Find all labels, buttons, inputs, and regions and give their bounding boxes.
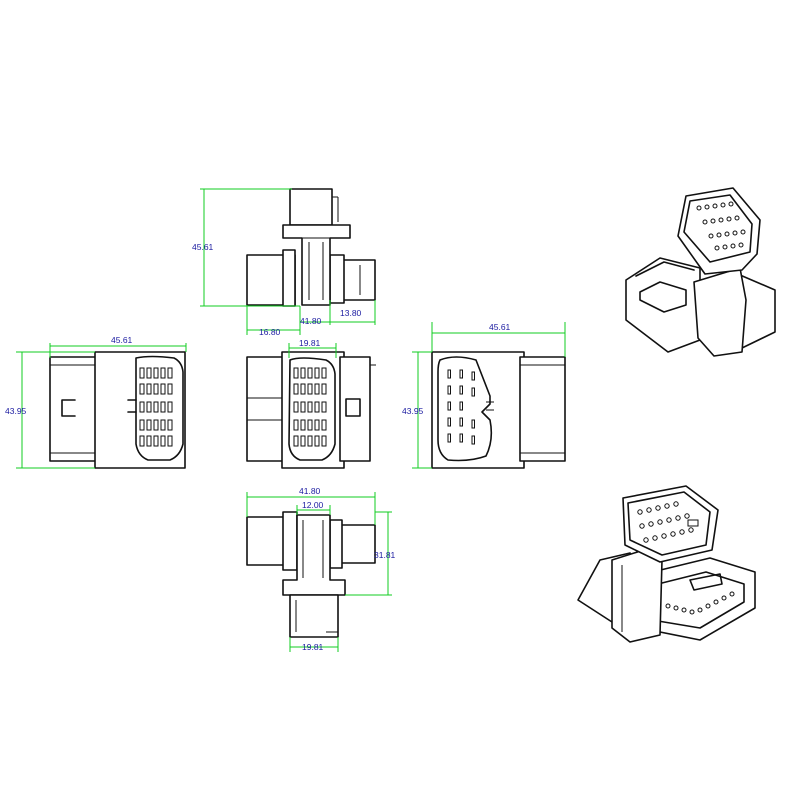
dim-top-width: 41.80 xyxy=(300,316,322,326)
dim-bottom-inner-width: 12.00 xyxy=(302,500,324,510)
bottom-view xyxy=(246,511,376,638)
right-view xyxy=(431,351,566,469)
top-view-dimensions: 45.61 16.80 41.80 13.80 xyxy=(192,188,376,337)
left-view-pins xyxy=(139,367,173,447)
dim-left-height: 43.95 xyxy=(5,406,27,416)
dim-bottom-width: 41.80 xyxy=(299,486,321,496)
dim-top-left-offset: 16.80 xyxy=(259,327,281,337)
top-view xyxy=(246,188,376,307)
isometric-view-top xyxy=(625,187,776,357)
right-view-dimensions: 45.61 43.95 xyxy=(402,322,566,469)
dim-right-width: 45.61 xyxy=(489,322,511,332)
front-view-pins xyxy=(293,367,327,447)
dim-front-width: 19.81 xyxy=(299,338,321,348)
isometric-view-bottom xyxy=(577,485,756,643)
right-view-pins xyxy=(447,369,475,445)
dim-left-width: 45.61 xyxy=(111,335,133,345)
bottom-view-dimensions: 41.80 12.00 31.81 19.81 xyxy=(246,486,396,652)
dim-bottom-height: 31.81 xyxy=(374,550,396,560)
dim-top-height: 45.61 xyxy=(192,242,214,252)
dim-top-right-offset: 13.80 xyxy=(340,308,362,318)
front-view-dimensions: 19.81 xyxy=(288,338,337,358)
dim-bottom-lower-width: 19.81 xyxy=(302,642,324,652)
left-view-dimensions: 45.61 43.95 xyxy=(5,335,187,469)
dim-right-height: 43.95 xyxy=(402,406,424,416)
